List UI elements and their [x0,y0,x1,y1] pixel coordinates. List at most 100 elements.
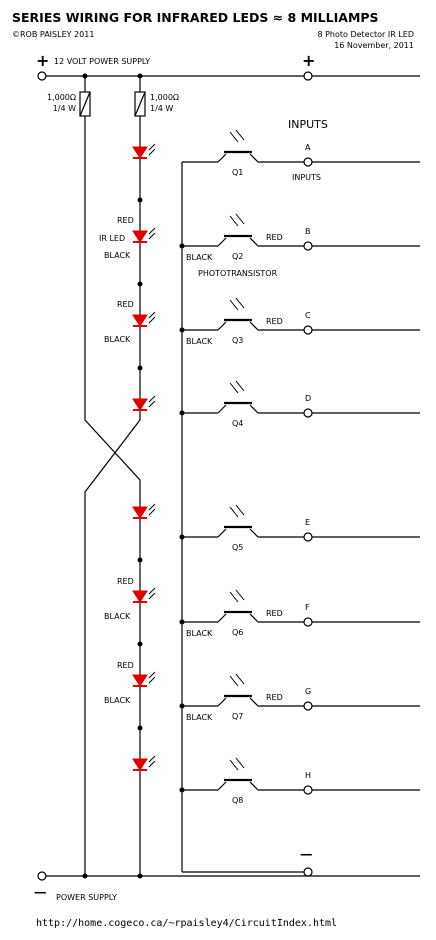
led-triangle [132,314,148,327]
light-arrow [229,382,239,394]
led-emission-arrow [148,311,156,319]
ir-led-4 [132,395,156,411]
emitter-diagonal [217,321,227,331]
light-arrow [235,297,245,309]
led-emission-arrow [148,676,156,684]
plus-terminal-right [303,71,313,81]
plus-terminal-left [37,71,47,81]
led-emission-arrow [148,227,156,235]
transistor-label: Q7 [232,712,243,721]
ir-led-label: IR LED [99,234,125,243]
led-triangle [132,230,148,243]
plus-symbol-left: + [36,51,49,70]
resistor-right-value: 1,000Ω [150,93,179,102]
led-red-label: RED [117,216,134,225]
light-arrow [229,215,239,227]
led-junction [137,365,143,371]
light-arrow [235,589,245,601]
led-black-label: BLACK [104,696,131,705]
ir-led-3 [132,311,156,371]
input-terminal [303,532,313,542]
led-junction [137,641,143,647]
phototransistor-label: PHOTOTRANSISTOR [198,269,278,278]
wire-black-label: BLACK [186,713,213,722]
minus-terminal-right [303,867,313,877]
minus-terminal-left [37,871,47,881]
collector-diagonal [249,404,259,414]
crossover-wire-right [84,419,141,876]
wire-black-label: BLACK [186,253,213,262]
ir-led-5 [132,503,156,563]
ir-led-7 [132,671,156,731]
transistor-label: Q8 [232,796,243,805]
crossover-wire-left [84,116,141,505]
led-junction [137,197,143,203]
channel-g: Q7 G RED BLACK [179,673,420,722]
wire-red-label: RED [266,317,283,326]
diagram-date: 16 November, 2011 [334,41,414,50]
input-letter: G [305,687,311,696]
resistor-left-rating: 1/4 W [53,104,76,113]
input-letter: D [305,394,311,403]
input-letter: H [305,771,311,780]
input-letter: C [305,311,311,320]
led-emission-arrow [148,503,156,511]
light-arrow [235,673,245,685]
led-junction [137,725,143,731]
led-black-label: BLACK [104,251,131,260]
collector-diagonal [249,613,259,623]
resistor-left-value: 1,000Ω [47,93,76,102]
resistor-right [134,76,146,117]
led-red-label: RED [117,661,134,670]
emitter-diagonal [217,528,227,538]
led-triangle [132,674,148,687]
led-emission-arrow [148,760,156,768]
led-emission-arrow [148,400,156,408]
minus-symbol-left: — [34,884,47,899]
led-emission-arrow [148,755,156,763]
input-letter: A [305,143,311,152]
resistor-left [79,76,91,117]
input-terminal [303,157,313,167]
wire-red-label: RED [266,609,283,618]
light-arrow [235,213,245,225]
source-url[interactable]: http://home.cogeco.ca/~rpaisley4/Circuit… [36,918,337,929]
led-triangle [132,758,148,771]
input-letter: B [305,227,311,236]
led-black-label: BLACK [104,612,131,621]
light-arrow [235,129,245,141]
led-red-label: RED [117,577,134,586]
led-triangle [132,590,148,603]
collector-diagonal [249,153,259,163]
transistor-label: Q2 [232,252,243,261]
emitter-diagonal [217,237,227,247]
plus-symbol-right: + [302,51,315,70]
transistor-label: Q4 [232,419,243,428]
led-triangle [132,146,148,159]
ir-led-8 [132,755,156,771]
ir-led-6 [132,587,156,647]
transistor-label: Q1 [232,168,243,177]
emitter-diagonal [217,697,227,707]
led-emission-arrow [148,671,156,679]
wire-red-label: RED [266,693,283,702]
channel-d: Q4 D [179,380,420,428]
supply-plus-label: 12 VOLT POWER SUPPLY [54,57,150,66]
input-terminal [303,325,313,335]
collector-diagonal [249,237,259,247]
led-emission-arrow [148,232,156,240]
emitter-diagonal [217,613,227,623]
input-letter: F [305,603,310,612]
emitter-diagonal [217,404,227,414]
led-emission-arrow [148,148,156,156]
emitter-diagonal [217,153,227,163]
phototransistor-channels: Q1AQ2BREDBLACKQ3CREDBLACKQ4DQ5EQ6FREDBLA… [179,129,420,805]
copyright: ©ROB PAISLEY 2011 [12,30,94,39]
led-strings [132,116,156,876]
led-red-label: RED [117,300,134,309]
light-arrow [229,131,239,143]
collector-diagonal [249,321,259,331]
